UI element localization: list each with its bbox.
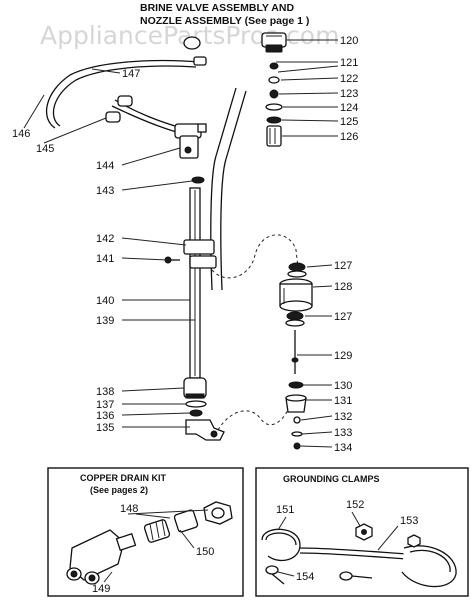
dash-link-upper xyxy=(211,234,299,279)
label-154: 154 xyxy=(296,571,314,583)
label-137: 137 xyxy=(96,399,114,411)
valve-bottom-135 xyxy=(185,419,225,441)
label-147: 147 xyxy=(122,68,140,80)
label-142: 142 xyxy=(96,233,114,245)
clamp-right xyxy=(401,545,457,588)
label-125: 125 xyxy=(340,116,358,128)
label-132: 132 xyxy=(334,411,352,423)
clamp-151 xyxy=(261,528,301,562)
label-146: 146 xyxy=(12,128,30,140)
label-124: 124 xyxy=(340,102,358,114)
fitting-150 xyxy=(143,509,199,543)
part-121 xyxy=(269,62,279,70)
grounding-clamps-panel: GROUNDING CLAMPS 151 152 xyxy=(255,467,469,597)
label-123: 123 xyxy=(340,88,358,100)
valve-stem xyxy=(189,187,201,379)
label-141: 141 xyxy=(96,253,114,265)
dash-link-lower xyxy=(217,409,289,431)
tube-nut-145 xyxy=(105,95,133,123)
label-133: 133 xyxy=(334,427,352,439)
screw-154 xyxy=(265,565,373,585)
part-130 xyxy=(288,381,304,389)
part-123 xyxy=(269,89,279,99)
label-127-top: 127 xyxy=(334,260,352,272)
label-143: 143 xyxy=(96,185,114,197)
brine-valve-body xyxy=(174,123,207,159)
part-122 xyxy=(268,76,280,84)
copper-drain-kit-title: COPPER DRAIN KIT xyxy=(80,473,167,483)
label-148: 148 xyxy=(120,503,138,515)
part-134 xyxy=(293,442,301,450)
grommet-127-bottom xyxy=(285,311,305,327)
label-139: 139 xyxy=(96,315,114,327)
label-149: 149 xyxy=(92,583,110,595)
label-129: 129 xyxy=(334,350,352,362)
float-128 xyxy=(279,278,313,312)
part-133 xyxy=(291,431,303,437)
copper-drain-kit-panel: COPPER DRAIN KIT (See pages 2) 148 149 1 xyxy=(47,467,244,597)
label-131: 131 xyxy=(334,395,352,407)
label-151: 151 xyxy=(276,504,294,516)
tube-nut-top xyxy=(183,36,207,66)
part-labels: 120 121 122 123 124 125 126 127 128 127 … xyxy=(12,35,358,454)
label-128: 128 xyxy=(334,281,352,293)
label-127-bottom: 127 xyxy=(334,311,352,323)
float-138 xyxy=(183,377,207,399)
label-134: 134 xyxy=(334,442,352,454)
label-144: 144 xyxy=(96,160,114,172)
label-140: 140 xyxy=(96,295,114,307)
grounding-clamps-title: GROUNDING CLAMPS xyxy=(283,474,380,484)
label-126: 126 xyxy=(340,131,358,143)
nozzle-126 xyxy=(266,125,282,147)
copper-drain-kit-subtitle: (See pages 2) xyxy=(90,485,148,495)
label-153: 153 xyxy=(400,515,418,527)
label-130: 130 xyxy=(334,380,352,392)
float-guide-131 xyxy=(285,394,307,413)
header-line-2: NOZZLE ASSEMBLY (See page 1 ) xyxy=(140,15,309,27)
leader-lines xyxy=(23,39,339,448)
label-145: 145 xyxy=(36,143,54,155)
label-152: 152 xyxy=(346,499,364,511)
oring-125 xyxy=(266,116,282,124)
nut-152 xyxy=(355,523,421,548)
header-line-1: BRINE VALVE ASSEMBLY AND xyxy=(140,2,294,14)
grommet-127-top xyxy=(287,262,307,278)
label-138: 138 xyxy=(96,386,114,398)
label-136: 136 xyxy=(96,410,114,422)
float-rod-guide-142 xyxy=(183,239,217,269)
washer-124 xyxy=(265,103,283,111)
overflow-tube xyxy=(210,87,247,291)
part-132 xyxy=(293,416,301,424)
nut-143 xyxy=(191,176,205,184)
label-135: 135 xyxy=(96,422,114,434)
rod-129 xyxy=(291,330,299,374)
label-122: 122 xyxy=(340,73,358,85)
oring-136 xyxy=(189,409,203,417)
washer-137 xyxy=(185,400,207,408)
compression-nut-148 xyxy=(203,501,233,525)
label-120: 120 xyxy=(340,35,358,47)
drain-adapter-149 xyxy=(66,529,137,585)
label-121: 121 xyxy=(340,57,358,69)
label-150: 150 xyxy=(196,546,214,558)
nozzle-cap-120 xyxy=(261,32,287,53)
